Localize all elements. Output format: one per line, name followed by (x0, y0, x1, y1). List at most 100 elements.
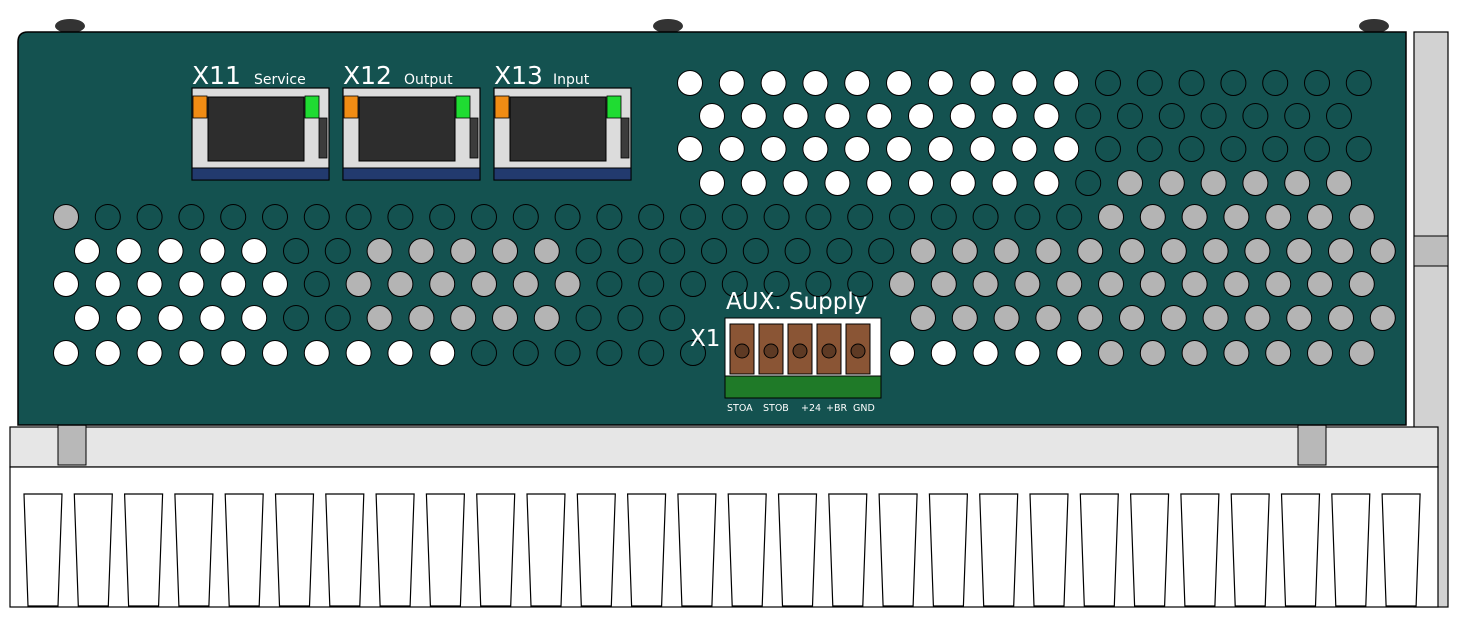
vent-hole (53, 340, 79, 366)
vent-hole (324, 305, 351, 331)
vent-hole (1262, 136, 1289, 162)
vent-hole (471, 340, 497, 366)
vent-hole (680, 340, 706, 366)
vent-hole (638, 204, 665, 230)
vent-hole (1328, 305, 1354, 331)
port-x13[interactable]: X13 Input (493, 61, 632, 181)
vent-hole (53, 271, 79, 297)
vent-hole (1200, 170, 1227, 196)
vent-hole (1053, 70, 1080, 96)
vent-hole (303, 340, 330, 366)
vent-hole (868, 238, 895, 264)
pin-label: +24 (801, 403, 821, 414)
vent-hole (1220, 136, 1247, 162)
vent-hole (324, 238, 351, 264)
vent-hole (1223, 204, 1250, 230)
vent-hole (1119, 238, 1145, 264)
aux-connector-id: X1 (690, 326, 720, 352)
vent-hole (1075, 170, 1102, 196)
vent-hole (1178, 136, 1205, 162)
orange-led-icon (343, 95, 359, 119)
vent-hole (1345, 136, 1372, 162)
vent-hole (927, 70, 954, 96)
port-x12[interactable]: X12 Output (342, 61, 481, 181)
rj45-base (342, 167, 481, 181)
vent-hole (136, 340, 163, 366)
heatsink-fin (325, 493, 365, 607)
vent-hole (972, 271, 999, 297)
rj45-socket (358, 96, 456, 162)
vent-hole (1304, 70, 1330, 96)
vent-hole (951, 238, 978, 264)
vent-hole (1077, 238, 1104, 264)
screw-icon (792, 343, 808, 359)
vent-hole (763, 204, 790, 230)
vent-hole (677, 70, 703, 96)
port-id-label: X11 (192, 61, 241, 90)
vent-hole (220, 340, 247, 366)
vent-hole (1139, 271, 1166, 297)
vent-hole (760, 70, 787, 96)
vent-hole (241, 238, 268, 264)
vent-hole (1348, 271, 1375, 297)
vent-hole (972, 204, 999, 230)
vent-hole (1181, 271, 1208, 297)
vent-hole (596, 271, 623, 297)
vent-hole (554, 204, 581, 230)
aux-supply-connector[interactable]: AUX. Supply X1 STOA STOB +24 +BR GND (690, 289, 882, 414)
vent-hole (1244, 305, 1271, 331)
vent-hole (220, 204, 247, 230)
vent-hole (930, 340, 957, 366)
vent-hole (492, 238, 518, 264)
pin-label: STOA (727, 403, 753, 414)
vent-hole (387, 340, 414, 366)
vent-hole (1095, 70, 1121, 96)
vent-hole (1348, 340, 1375, 366)
vent-hole (178, 204, 205, 230)
vent-hole (94, 204, 121, 230)
vent-hole (1011, 70, 1038, 96)
vent-hole (1014, 340, 1041, 366)
vent-hole (844, 136, 871, 162)
port-x11[interactable]: X11 Service (191, 61, 330, 181)
vent-hole (1139, 204, 1166, 230)
vent-hole (721, 271, 748, 297)
vent-hole (680, 204, 706, 230)
pin-label: +BR (826, 403, 847, 414)
vent-hole (824, 170, 851, 196)
vent-hole (596, 204, 623, 230)
vent-hole (886, 136, 912, 162)
vent-hole (1033, 170, 1060, 196)
vent-hole (199, 305, 226, 331)
vent-hole (866, 170, 893, 196)
heatsink-fins (23, 493, 1421, 607)
heatsink-fin (928, 493, 969, 607)
vent-hole (699, 103, 725, 129)
vent-hole (596, 340, 623, 366)
vent-hole (993, 238, 1020, 264)
vent-hole (1098, 340, 1124, 366)
vent-hole (886, 70, 912, 96)
vent-hole (1181, 340, 1208, 366)
vent-hole (699, 170, 725, 196)
vent-hole (1345, 70, 1372, 96)
vent-hole (283, 238, 309, 264)
heatsink-fin (23, 493, 63, 607)
vent-hole (677, 136, 703, 162)
vent-hole (802, 70, 829, 96)
vent-hole (1158, 103, 1185, 129)
vent-hole (1265, 204, 1292, 230)
vent-hole (262, 204, 288, 230)
vent-hole (533, 238, 560, 264)
terminal-pins (729, 323, 871, 375)
heatsink-fin (1381, 493, 1421, 607)
vent-hole (742, 238, 769, 264)
vent-hole (136, 204, 163, 230)
vent-hole (1056, 271, 1083, 297)
heatsink-fin (1180, 493, 1220, 607)
heatsink-fin (677, 493, 717, 607)
vent-hole (1307, 340, 1333, 366)
pin-label: STOB (763, 403, 789, 414)
vent-hole (303, 271, 330, 297)
